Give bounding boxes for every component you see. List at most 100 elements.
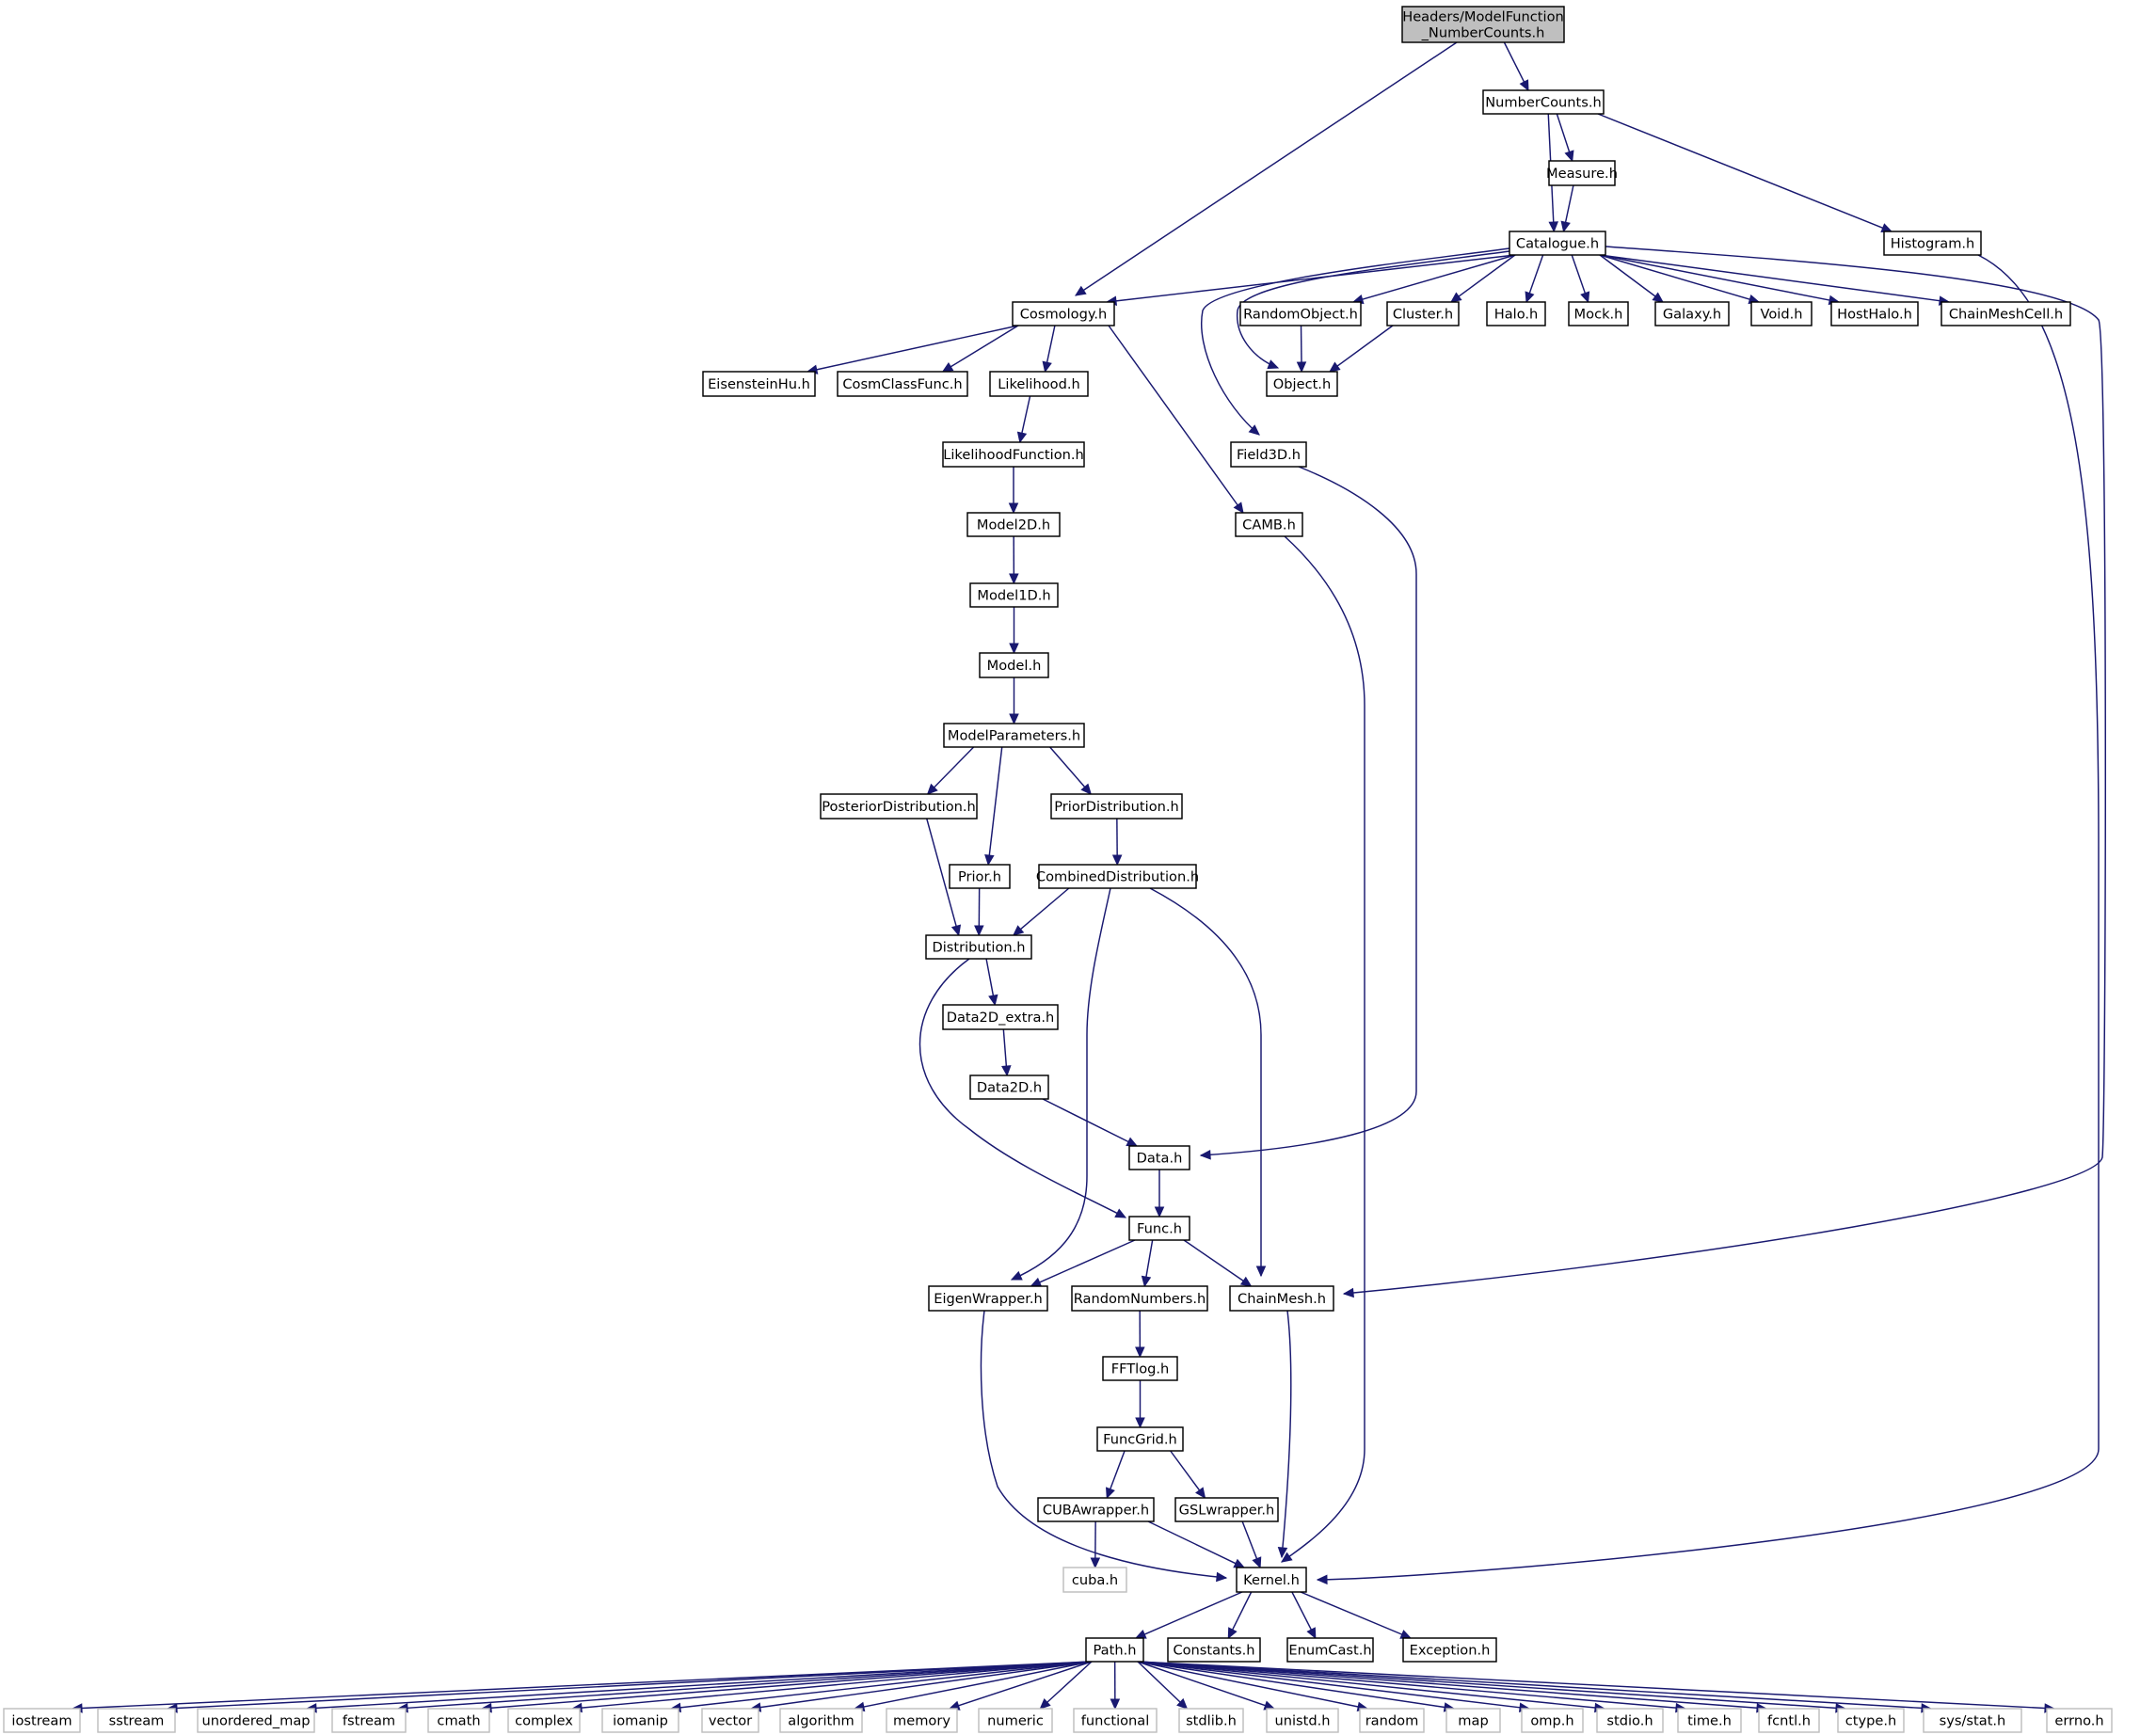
node-exception[interactable]: Exception.h <box>1402 1637 1497 1663</box>
node-funcgrid[interactable]: FuncGrid.h <box>1096 1426 1184 1452</box>
node-fstream[interactable]: fstream <box>331 1708 407 1733</box>
node-label: Func.h <box>1137 1221 1182 1237</box>
edge-cosmology-to-likelihood <box>1042 325 1056 374</box>
node-fftlog[interactable]: FFTlog.h <box>1102 1356 1178 1381</box>
edge-arrowhead <box>1267 359 1280 370</box>
node-catalogue[interactable]: Catalogue.h <box>1509 231 1606 256</box>
node-object[interactable]: Object.h <box>1266 371 1338 397</box>
node-priordistribution[interactable]: PriorDistribution.h <box>1050 793 1183 820</box>
edge-line <box>1137 1661 1596 1709</box>
node-label: sstream <box>109 1713 165 1729</box>
node-constants[interactable]: Constants.h <box>1167 1637 1261 1663</box>
edge-catalogue-to-field3d <box>1201 247 1510 436</box>
node-data2d_extra[interactable]: Data2D_extra.h <box>942 1004 1059 1030</box>
node-iomanip[interactable]: iomanip <box>601 1708 679 1733</box>
node-mock[interactable]: Mock.h <box>1568 301 1629 326</box>
node-modelparameters[interactable]: ModelParameters.h <box>943 723 1085 748</box>
node-box <box>1758 1708 1820 1733</box>
node-cuba[interactable]: cuba.h <box>1062 1567 1127 1593</box>
node-model[interactable]: Model.h <box>979 652 1049 678</box>
node-unistd[interactable]: unistd.h <box>1266 1708 1339 1733</box>
node-complex[interactable]: complex <box>507 1708 581 1733</box>
node-cosmclassfunc[interactable]: CosmClassFunc.h <box>837 371 968 397</box>
node-kernel[interactable]: Kernel.h <box>1236 1567 1307 1593</box>
node-label: Cluster.h <box>1393 307 1453 323</box>
edge-catalogue-to-cluster <box>1450 254 1516 303</box>
node-data[interactable]: Data.h <box>1128 1145 1190 1170</box>
node-box <box>1128 1145 1190 1170</box>
node-combineddistribution[interactable]: CombinedDistribution.h <box>1036 864 1199 889</box>
node-box <box>928 1285 1048 1312</box>
node-sstream[interactable]: sstream <box>97 1708 176 1733</box>
node-model2d[interactable]: Model2D.h <box>966 512 1061 537</box>
edge-kernel-to-enumcast <box>1291 1591 1317 1640</box>
node-void[interactable]: Void.h <box>1750 301 1813 326</box>
node-algorithm[interactable]: algorithm <box>779 1708 863 1733</box>
edge-line <box>1343 246 2107 1295</box>
node-func[interactable]: Func.h <box>1128 1216 1190 1241</box>
node-histogram[interactable]: Histogram.h <box>1883 231 1982 256</box>
node-randomnumbers[interactable]: RandomNumbers.h <box>1071 1285 1208 1312</box>
node-likelihood[interactable]: Likelihood.h <box>989 371 1089 397</box>
node-chainmeshcell[interactable]: ChainMeshCell.h <box>1940 301 2071 326</box>
node-randomobject[interactable]: RandomObject.h <box>1239 301 1362 326</box>
node-functional[interactable]: functional <box>1073 1708 1158 1733</box>
node-root[interactable]: Headers/ModelFunction_NumberCounts.h <box>1401 6 1565 43</box>
node-posteriordistribution[interactable]: PosteriorDistribution.h <box>820 793 978 820</box>
node-numeric[interactable]: numeric <box>978 1708 1053 1733</box>
node-prior[interactable]: Prior.h <box>949 864 1011 889</box>
node-memory[interactable]: memory <box>886 1708 958 1733</box>
node-random[interactable]: random <box>1359 1708 1425 1733</box>
node-fcntl[interactable]: fcntl.h <box>1758 1708 1820 1733</box>
node-enumcast[interactable]: EnumCast.h <box>1286 1637 1374 1663</box>
node-unordered_map[interactable]: unordered_map <box>197 1708 315 1733</box>
node-ctype[interactable]: ctype.h <box>1837 1708 1905 1733</box>
edge-arrowhead <box>1216 1571 1228 1583</box>
node-galaxy[interactable]: Galaxy.h <box>1654 301 1730 326</box>
node-stdlib[interactable]: stdlib.h <box>1178 1708 1244 1733</box>
node-gslwrapper[interactable]: GSLwrapper.h <box>1174 1497 1279 1522</box>
node-time[interactable]: time.h <box>1677 1708 1742 1733</box>
node-eisensteinhu[interactable]: EisensteinHu.h <box>702 371 816 397</box>
node-sysstat[interactable]: sys/stat.h <box>1923 1708 2022 1733</box>
node-cmath[interactable]: cmath <box>427 1708 490 1733</box>
node-cluster[interactable]: Cluster.h <box>1386 301 1460 326</box>
node-omp[interactable]: omp.h <box>1521 1708 1584 1733</box>
node-measure[interactable]: Measure.h <box>1546 160 1618 186</box>
edge-randomobject-to-object <box>1296 325 1307 374</box>
edge-line <box>1241 1520 1258 1559</box>
edge-line <box>1137 1661 1521 1709</box>
node-camb[interactable]: CAMB.h <box>1235 512 1303 537</box>
node-map[interactable]: map <box>1445 1708 1501 1733</box>
node-halo[interactable]: Halo.h <box>1486 301 1546 326</box>
node-label: Model1D.h <box>977 588 1050 604</box>
edge-data2d-to-data <box>1042 1098 1139 1147</box>
node-eigenwrapper[interactable]: EigenWrapper.h <box>928 1285 1048 1312</box>
node-hosthalo[interactable]: HostHalo.h <box>1830 301 1919 326</box>
node-vector[interactable]: vector <box>701 1708 759 1733</box>
node-label: Halo.h <box>1494 307 1539 323</box>
edge-line <box>1039 1239 1136 1283</box>
edge-arrowhead <box>1090 1557 1101 1569</box>
node-stdio[interactable]: stdio.h <box>1596 1708 1664 1733</box>
node-errno[interactable]: errno.h <box>2046 1708 2113 1733</box>
edge-line <box>1564 184 1574 223</box>
edge-histogram-to-kernel <box>1316 254 2100 1585</box>
node-label: EisensteinHu.h <box>708 376 810 392</box>
edge-arrowhead <box>1111 854 1123 867</box>
edge-fftlog-to-funcgrid <box>1135 1380 1145 1429</box>
node-chainmesh[interactable]: ChainMesh.h <box>1229 1285 1334 1312</box>
node-data2d[interactable]: Data2D.h <box>969 1074 1049 1100</box>
node-box <box>1568 301 1629 326</box>
node-distribution[interactable]: Distribution.h <box>925 934 1032 960</box>
node-cubawrapper[interactable]: CUBAwrapper.h <box>1037 1497 1155 1522</box>
node-cosmology[interactable]: Cosmology.h <box>1012 301 1115 326</box>
node-numbercounts[interactable]: NumberCounts.h <box>1482 89 1605 115</box>
node-likelihoodfunction[interactable]: LikelihoodFunction.h <box>942 441 1085 468</box>
node-field3d[interactable]: Field3D.h <box>1230 441 1307 468</box>
node-iostream[interactable]: iostream <box>3 1708 81 1733</box>
edge-arrowhead <box>1525 291 1535 304</box>
edge-funcgrid-to-cubawrapper <box>1106 1450 1126 1500</box>
node-model1d[interactable]: Model1D.h <box>969 582 1059 608</box>
node-path[interactable]: Path.h <box>1085 1637 1144 1663</box>
